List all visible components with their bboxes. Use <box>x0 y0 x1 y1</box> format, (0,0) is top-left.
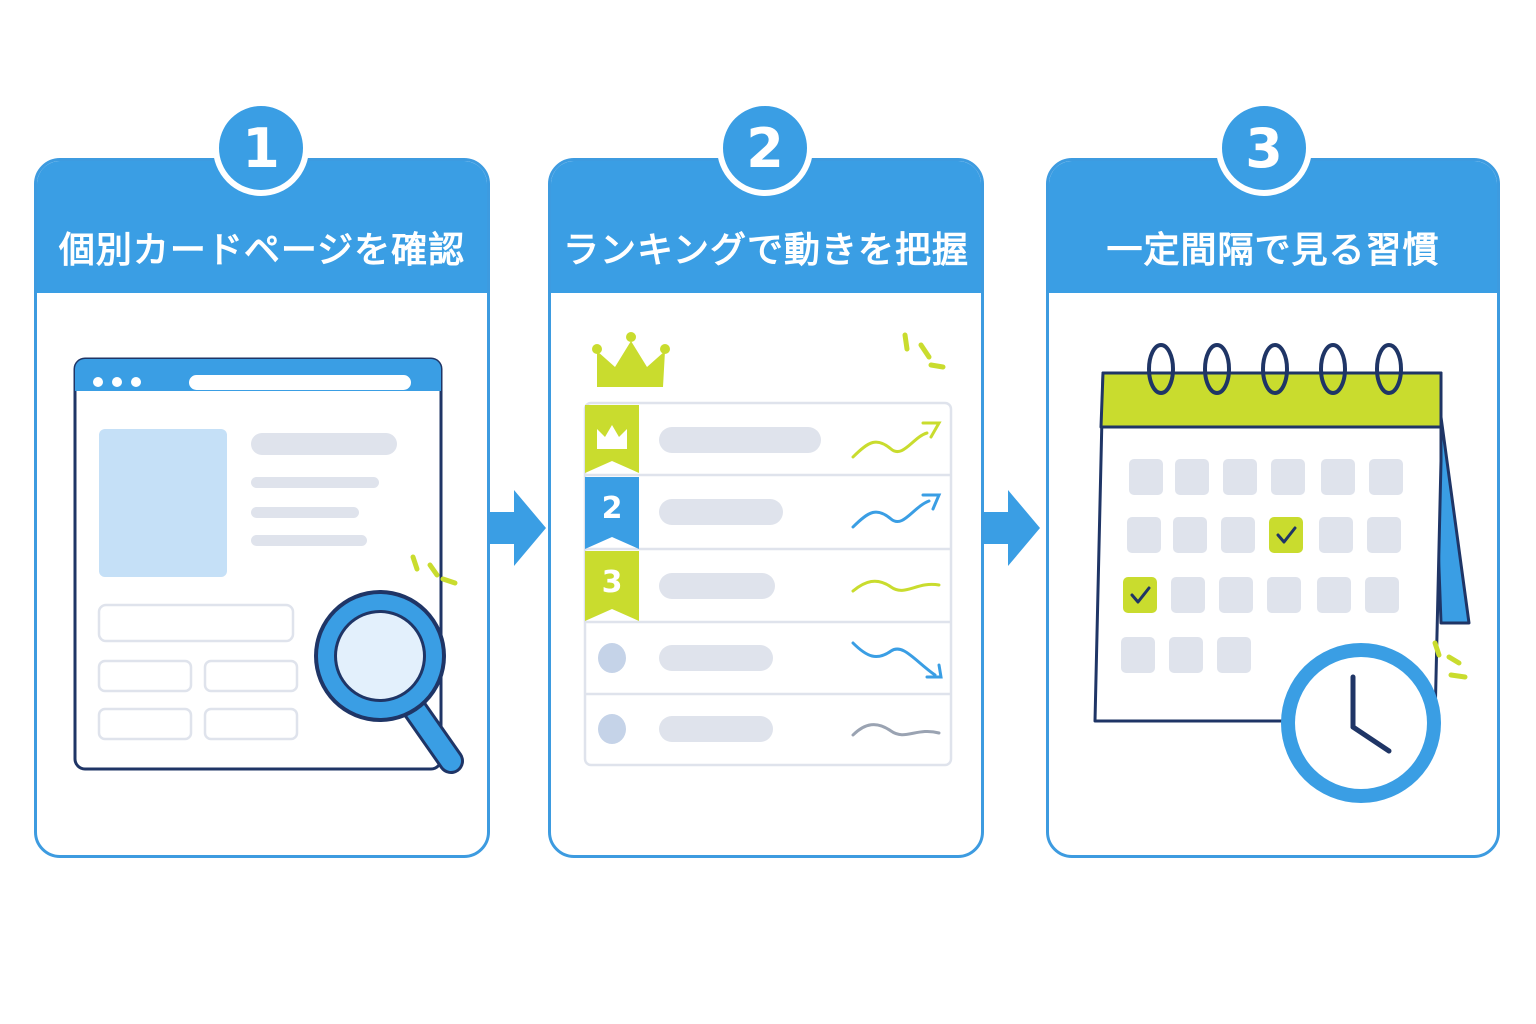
crown-icon <box>597 425 627 449</box>
rank-dot <box>598 714 626 744</box>
trend-flat-icon <box>851 579 941 593</box>
check-icon <box>1123 577 1157 613</box>
calendar-rings <box>1147 343 1403 395</box>
card-image-placeholder <box>99 429 227 577</box>
sparkle-icon <box>1432 640 1468 680</box>
crown-icon <box>597 341 665 387</box>
trend-up-icon <box>851 421 942 459</box>
rank-ribbon <box>585 477 639 549</box>
sparkle-icon <box>902 332 946 370</box>
rank-number: 2 <box>601 491 623 526</box>
table-row <box>585 551 941 621</box>
table-row <box>585 405 942 473</box>
form-box <box>97 659 193 693</box>
calendar-header <box>1099 371 1443 429</box>
window-dot-icon <box>93 377 103 387</box>
step-panel-1: 個別カードページを確認 <box>34 158 490 858</box>
magnifier-icon <box>314 590 464 774</box>
window-dot-icon <box>112 377 122 387</box>
form-box <box>203 659 299 693</box>
text-line <box>251 477 379 488</box>
step-panel-2: ランキングで動きを把握 <box>548 158 984 858</box>
table-row <box>598 641 943 679</box>
name-placeholder <box>659 645 773 671</box>
clock-icon <box>1281 643 1441 803</box>
name-placeholder <box>659 427 821 453</box>
trend-down-icon <box>851 641 943 679</box>
step-title: 一定間隔で見る習慣 <box>1106 230 1440 271</box>
arrow-right-icon <box>984 490 1040 566</box>
text-line <box>251 535 367 546</box>
card-page-illustration <box>73 357 464 774</box>
form-box <box>97 707 193 741</box>
step-title: 個別カードページを確認 <box>58 230 466 271</box>
text-line <box>251 507 359 518</box>
step-title: ランキングで動きを把握 <box>563 230 969 271</box>
calendar-clock-illustration <box>1093 343 1471 803</box>
name-placeholder <box>659 716 773 742</box>
rank-ribbon <box>585 551 639 621</box>
trend-flat-icon <box>851 723 941 737</box>
step-number: 1 <box>242 116 280 180</box>
address-bar <box>189 375 411 390</box>
table-row <box>585 477 942 549</box>
step-panel-3: 一定間隔で見る習慣 <box>1046 158 1500 858</box>
rank-dot <box>598 643 626 673</box>
step-badge-1: 1 <box>213 100 309 196</box>
text-line <box>251 433 397 455</box>
ranking-illustration <box>583 332 953 767</box>
form-box <box>97 603 295 643</box>
check-icon <box>1269 517 1303 553</box>
calendar-grid <box>1121 459 1403 673</box>
sparkle-icon <box>410 554 458 586</box>
form-box <box>203 707 299 741</box>
step-number: 2 <box>746 116 784 180</box>
window-dot-icon <box>131 377 141 387</box>
arrow-right-icon <box>490 490 546 566</box>
trend-up-icon <box>851 493 942 529</box>
step-number: 3 <box>1245 116 1283 180</box>
rank-number: 3 <box>601 565 623 600</box>
step-badge-3: 3 <box>1216 100 1312 196</box>
step-badge-2: 2 <box>717 100 813 196</box>
name-placeholder <box>659 573 775 599</box>
name-placeholder <box>659 499 783 525</box>
table-row <box>598 714 941 744</box>
